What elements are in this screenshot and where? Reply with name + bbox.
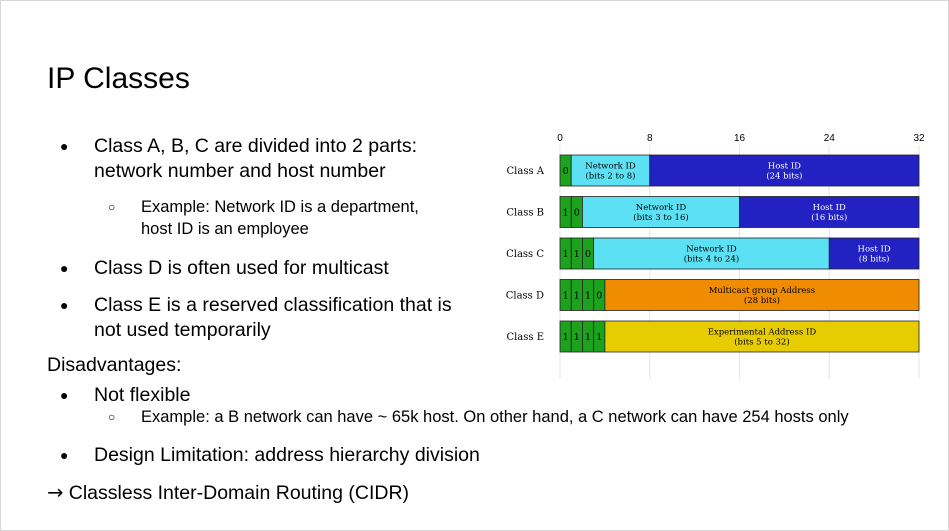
point-class-abc-line1: Class A, B, C are divided into 2 parts:	[94, 135, 417, 157]
experimental-segment-label: (bits 5 to 32)	[734, 337, 789, 348]
disadvantage-design-limitation: Design Limitation: address hierarchy div…	[94, 444, 480, 466]
host-segment-label: (24 bits)	[766, 171, 802, 182]
network-segment	[593, 237, 830, 270]
row-label: Class B	[506, 208, 544, 219]
host-segment	[649, 154, 920, 187]
experimental-segment	[604, 320, 920, 353]
multicast-segment-label: (28 bits)	[744, 295, 780, 306]
prefix-bit-label: 0	[563, 166, 569, 177]
experimental-segment-label: Experimental Address ID	[708, 328, 817, 338]
network-segment-label: Network ID	[686, 245, 737, 255]
network-segment-label: Network ID	[585, 162, 636, 172]
row-label: Class C	[506, 249, 544, 260]
tick-label: 16	[734, 133, 746, 144]
prefix-bit-label: 1	[574, 332, 580, 343]
prefix-bit-label: 1	[563, 291, 569, 302]
tick-label: 24	[824, 133, 836, 144]
prefix-bit-label: 0	[585, 249, 591, 260]
prefix-bit-label: 1	[563, 332, 569, 343]
bullet-dot: ●	[60, 387, 69, 403]
conclusion-text: Classless Inter-Domain Routing (CIDR)	[68, 482, 410, 504]
disadvantage-not-flexible: Not flexible	[94, 384, 191, 406]
row-label: Class E	[506, 332, 544, 343]
bullet-circle: ○	[108, 200, 116, 214]
prefix-bit-label: 0	[574, 208, 580, 219]
host-segment-label: Host ID	[768, 162, 801, 172]
tick-label: 8	[647, 133, 653, 144]
network-segment-label: (bits 4 to 24)	[684, 254, 739, 265]
row-label: Class D	[506, 291, 544, 302]
disadvantage-example: Example: a B network can have ~ 65k host…	[141, 408, 849, 426]
host-segment	[739, 196, 920, 228]
host-segment	[828, 237, 920, 270]
prefix-bit-label: 0	[596, 291, 602, 302]
host-segment-label: Host ID	[813, 203, 846, 213]
point-class-d: Class D is often used for multicast	[94, 257, 389, 279]
bullet-dot: ●	[60, 447, 69, 463]
prefix-bit-label: 1	[574, 291, 580, 302]
point-class-e-line2: not used temporarily	[94, 319, 271, 341]
prefix-bit-label: 1	[585, 332, 591, 343]
point-example-line1: Example: Network ID is a department,	[141, 198, 419, 216]
row-label: Class A	[507, 166, 545, 177]
bullet-dot: ●	[60, 138, 69, 154]
network-segment-label: (bits 3 to 16)	[633, 212, 688, 223]
bullet-circle: ○	[108, 410, 116, 424]
host-segment-label: (16 bits)	[811, 212, 847, 223]
right-arrow-icon: →	[47, 481, 64, 504]
network-segment-label: Network ID	[636, 203, 687, 213]
conclusion: → Classless Inter-Domain Routing (CIDR)	[47, 481, 409, 505]
tick-label: 0	[557, 133, 563, 144]
prefix-bit-label: 1	[563, 208, 569, 219]
host-segment-label: Host ID	[858, 245, 891, 255]
disadvantages-heading: Disadvantages:	[47, 354, 182, 376]
network-segment	[582, 196, 740, 228]
network-segment-label: (bits 2 to 8)	[585, 171, 635, 182]
prefix-bit-label: 1	[574, 249, 580, 260]
bullet-dot: ●	[60, 297, 69, 313]
tick-label: 32	[913, 133, 925, 144]
host-segment-label: (8 bits)	[859, 254, 890, 265]
multicast-segment	[604, 279, 920, 311]
point-class-abc-line2: network number and host number	[94, 160, 386, 182]
prefix-bit-label: 1	[585, 291, 591, 302]
bullet-dot: ●	[60, 260, 69, 276]
multicast-segment-label: Multicast group Address	[709, 286, 815, 296]
point-example-line2: host ID is an employee	[141, 220, 309, 238]
prefix-bit-label: 1	[596, 332, 602, 343]
point-class-e-line1: Class E is a reserved classification tha…	[94, 294, 452, 316]
slide-title: IP Classes	[47, 62, 190, 95]
prefix-bit-label: 1	[563, 249, 569, 260]
